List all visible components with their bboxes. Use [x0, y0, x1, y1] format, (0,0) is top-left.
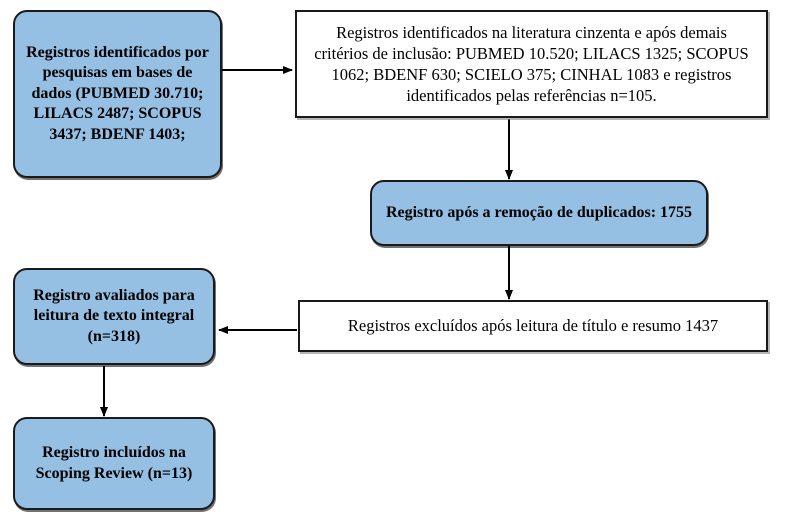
node-remocao-duplicados-label: Registro após a remoção de duplicados: 1… [385, 203, 693, 221]
node-excluidos-titulo-resumo: Registros excluídos após leitura de títu… [298, 300, 768, 352]
node-literatura-cinzenta: Registros identificados na literatura ci… [295, 10, 768, 118]
node-excluidos-titulo-resumo-label: Registros excluídos após leitura de títu… [347, 316, 719, 336]
node-avaliados-texto-integral-label: Registro avaliados para leitura de texto… [33, 286, 195, 345]
node-incluidos-scoping-review-label: Registro incluídos na Scoping Review (n=… [35, 444, 193, 482]
node-incluidos-scoping-review: Registro incluídos na Scoping Review (n=… [13, 417, 215, 510]
node-remocao-duplicados: Registro após a remoção de duplicados: 1… [370, 180, 708, 246]
node-identificacao-bases-label: Registros identificados por pesquisas em… [26, 43, 209, 143]
node-identificacao-bases: Registros identificados por pesquisas em… [13, 10, 222, 178]
node-literatura-cinzenta-label: Registros identificados na literatura ci… [314, 22, 749, 106]
node-avaliados-texto-integral: Registro avaliados para leitura de texto… [13, 268, 215, 365]
